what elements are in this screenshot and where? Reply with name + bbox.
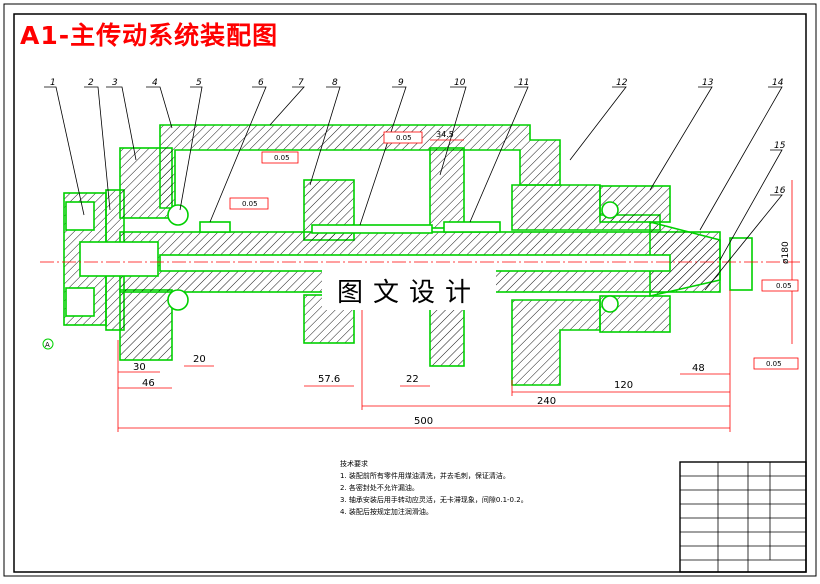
part-number-15: 15	[774, 141, 786, 151]
dim-46: 46	[142, 378, 155, 389]
spindle-bore	[159, 254, 671, 272]
dim-22: 22	[406, 374, 419, 385]
tolerance-3: 0.05	[242, 200, 258, 208]
dim-34-5: 34.5	[436, 130, 454, 139]
front-housing-lower	[119, 289, 173, 361]
part-number-6: 6	[258, 78, 264, 88]
part-number-1: 1	[50, 78, 56, 88]
tolerance-4: 0.05	[776, 282, 792, 290]
coupling-block-upper	[65, 201, 95, 231]
part-number-12: 12	[616, 78, 628, 88]
notes-line-2: 2. 各密封处不允许漏油。	[340, 484, 419, 492]
drawing-title: A1-主传动系统装配图	[20, 21, 279, 50]
rear-ball-upper	[601, 201, 619, 219]
notes-line-4: 4. 装配后按规定加注润滑油。	[340, 508, 433, 516]
dim-120: 120	[614, 380, 633, 391]
dim-30: 30	[133, 362, 146, 373]
large-gear-lower	[429, 299, 465, 367]
part-number-13: 13	[702, 78, 714, 88]
notes-heading: 技术要求	[340, 460, 368, 468]
part-number-11: 11	[518, 78, 529, 88]
part-number-5: 5	[196, 78, 202, 88]
watermark-banner: 图文设计	[322, 270, 496, 310]
dim-48: 48	[692, 363, 705, 374]
top-cover-part	[159, 124, 561, 209]
part-number-3: 3	[112, 78, 118, 88]
rear-ball-lower	[601, 295, 619, 313]
part-number-9: 9	[398, 78, 404, 88]
inner-frame	[13, 13, 807, 573]
part-number-16: 16	[774, 186, 786, 196]
tolerance-2: 0.05	[396, 134, 412, 142]
tolerance-1: 0.05	[274, 154, 290, 162]
dimension-lines	[117, 139, 793, 432]
technical-notes: 技术要求 1. 装配前所有零件用煤油清洗，并去毛刺，保证清洁。 2. 各密封处不…	[340, 458, 580, 518]
notes-line-1: 1. 装配前所有零件用煤油清洗，并去毛刺，保证清洁。	[340, 472, 510, 480]
part-number-4: 4	[152, 78, 158, 88]
title-block	[679, 461, 807, 573]
assembly-body	[63, 124, 753, 386]
tolerance-frames: 0.05 0.05 0.05 0.05 0.05	[229, 131, 799, 370]
input-stub	[79, 241, 159, 277]
part-number-7: 7	[298, 78, 304, 88]
part-number-10: 10	[454, 78, 466, 88]
coupling-block-lower	[65, 287, 95, 317]
dim-240: 240	[537, 396, 556, 407]
leader-lines	[44, 86, 783, 291]
dim-500: 500	[414, 416, 433, 427]
large-gear-upper	[429, 147, 465, 229]
dim-20: 20	[193, 354, 206, 365]
key-6	[199, 221, 231, 233]
outer-frame	[3, 3, 817, 577]
end-nut	[729, 237, 753, 291]
datum-label: A	[45, 341, 50, 349]
notes-line-3: 3. 轴承安装后用手转动应灵活，无卡滞现象，间隙0.1-0.2。	[340, 496, 528, 504]
dim-dia-180: ø180	[781, 241, 791, 264]
part-number-14: 14	[772, 78, 784, 88]
part-number-8: 8	[332, 78, 338, 88]
front-bearing-upper	[167, 204, 189, 226]
part-number-2: 2	[88, 78, 94, 88]
dim-57-6: 57.6	[318, 374, 340, 385]
key-11	[443, 221, 501, 233]
tolerance-5: 0.05	[766, 360, 782, 368]
datum-symbol	[42, 338, 54, 350]
key-9	[311, 224, 433, 234]
front-bearing-lower	[167, 289, 189, 311]
rear-housing-lower	[511, 299, 601, 386]
